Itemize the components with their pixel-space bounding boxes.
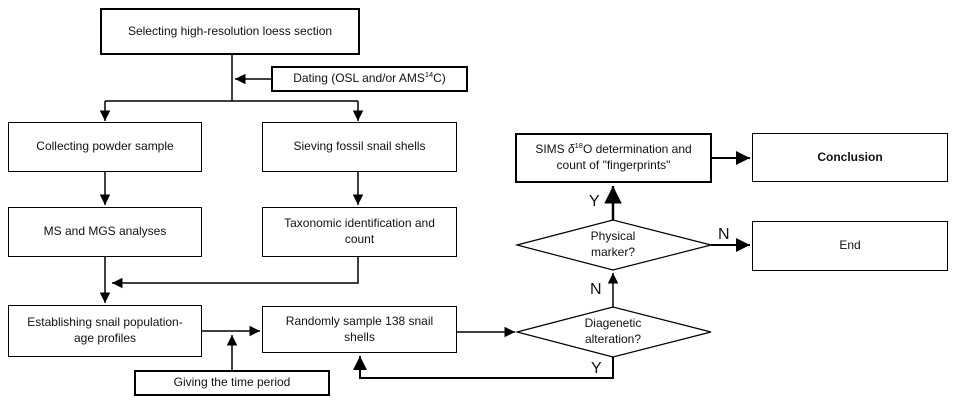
node-establish-profiles: Establishing snail population- age profi…	[8, 305, 202, 357]
branch-label-diagenetic-no: N	[590, 281, 602, 298]
node-sieve-shells-label: Sieving fossil snail shells	[293, 139, 426, 154]
node-collect-powder-label: Collecting powder sample	[36, 139, 174, 154]
node-dating-label: Dating (OSL and/or AMS14C)	[293, 70, 446, 86]
physical-marker-label: Physical marker?	[590, 229, 636, 259]
branch-label-physical-yes: Y	[589, 193, 600, 210]
node-end: End	[752, 221, 948, 271]
node-conclusion-label: Conclusion	[817, 149, 883, 164]
node-dating: Dating (OSL and/or AMS14C)	[271, 66, 468, 92]
node-giving-time: Giving the time period	[134, 370, 330, 396]
node-select-section-label: Selecting high-resolution loess section	[127, 23, 333, 38]
edge-taxonomic-join	[112, 257, 359, 289]
node-ms-mgs-label: MS and MGS analyses	[43, 224, 167, 239]
node-conclusion: Conclusion	[752, 133, 948, 182]
branch-label-physical-no: N	[718, 226, 730, 243]
node-collect-powder: Collecting powder sample	[8, 122, 202, 172]
delta-symbol: δ	[567, 142, 575, 157]
diagenetic-label: Diagenetic alteration?	[584, 316, 642, 346]
node-random-sample: Randomly sample 138 snail shells	[262, 306, 457, 353]
node-ms-mgs: MS and MGS analyses	[8, 207, 202, 257]
node-end-label: End	[839, 238, 861, 253]
node-taxonomic: Taxonomic identification and count	[262, 207, 457, 257]
diagenetic-diamond	[514, 306, 712, 358]
physical-marker-diamond	[514, 219, 712, 271]
node-sieve-shells: Sieving fossil snail shells	[262, 122, 457, 172]
edge-diagenetic-loop	[353, 356, 614, 379]
node-sims: SIMS δ18O determination and count of "fi…	[515, 133, 712, 183]
node-random-sample-label: Randomly sample 138 snail shells	[285, 313, 434, 344]
branch-label-diagenetic-yes: Y	[591, 360, 602, 377]
node-establish-profiles-label: Establishing snail population- age profi…	[27, 315, 183, 345]
node-giving-time-label: Giving the time period	[173, 375, 291, 390]
node-select-section: Selecting high-resolution loess section	[100, 8, 360, 55]
node-taxonomic-label: Taxonomic identification and count	[284, 216, 435, 246]
node-sims-label: SIMS δ18O determination and count of "fi…	[535, 141, 692, 172]
